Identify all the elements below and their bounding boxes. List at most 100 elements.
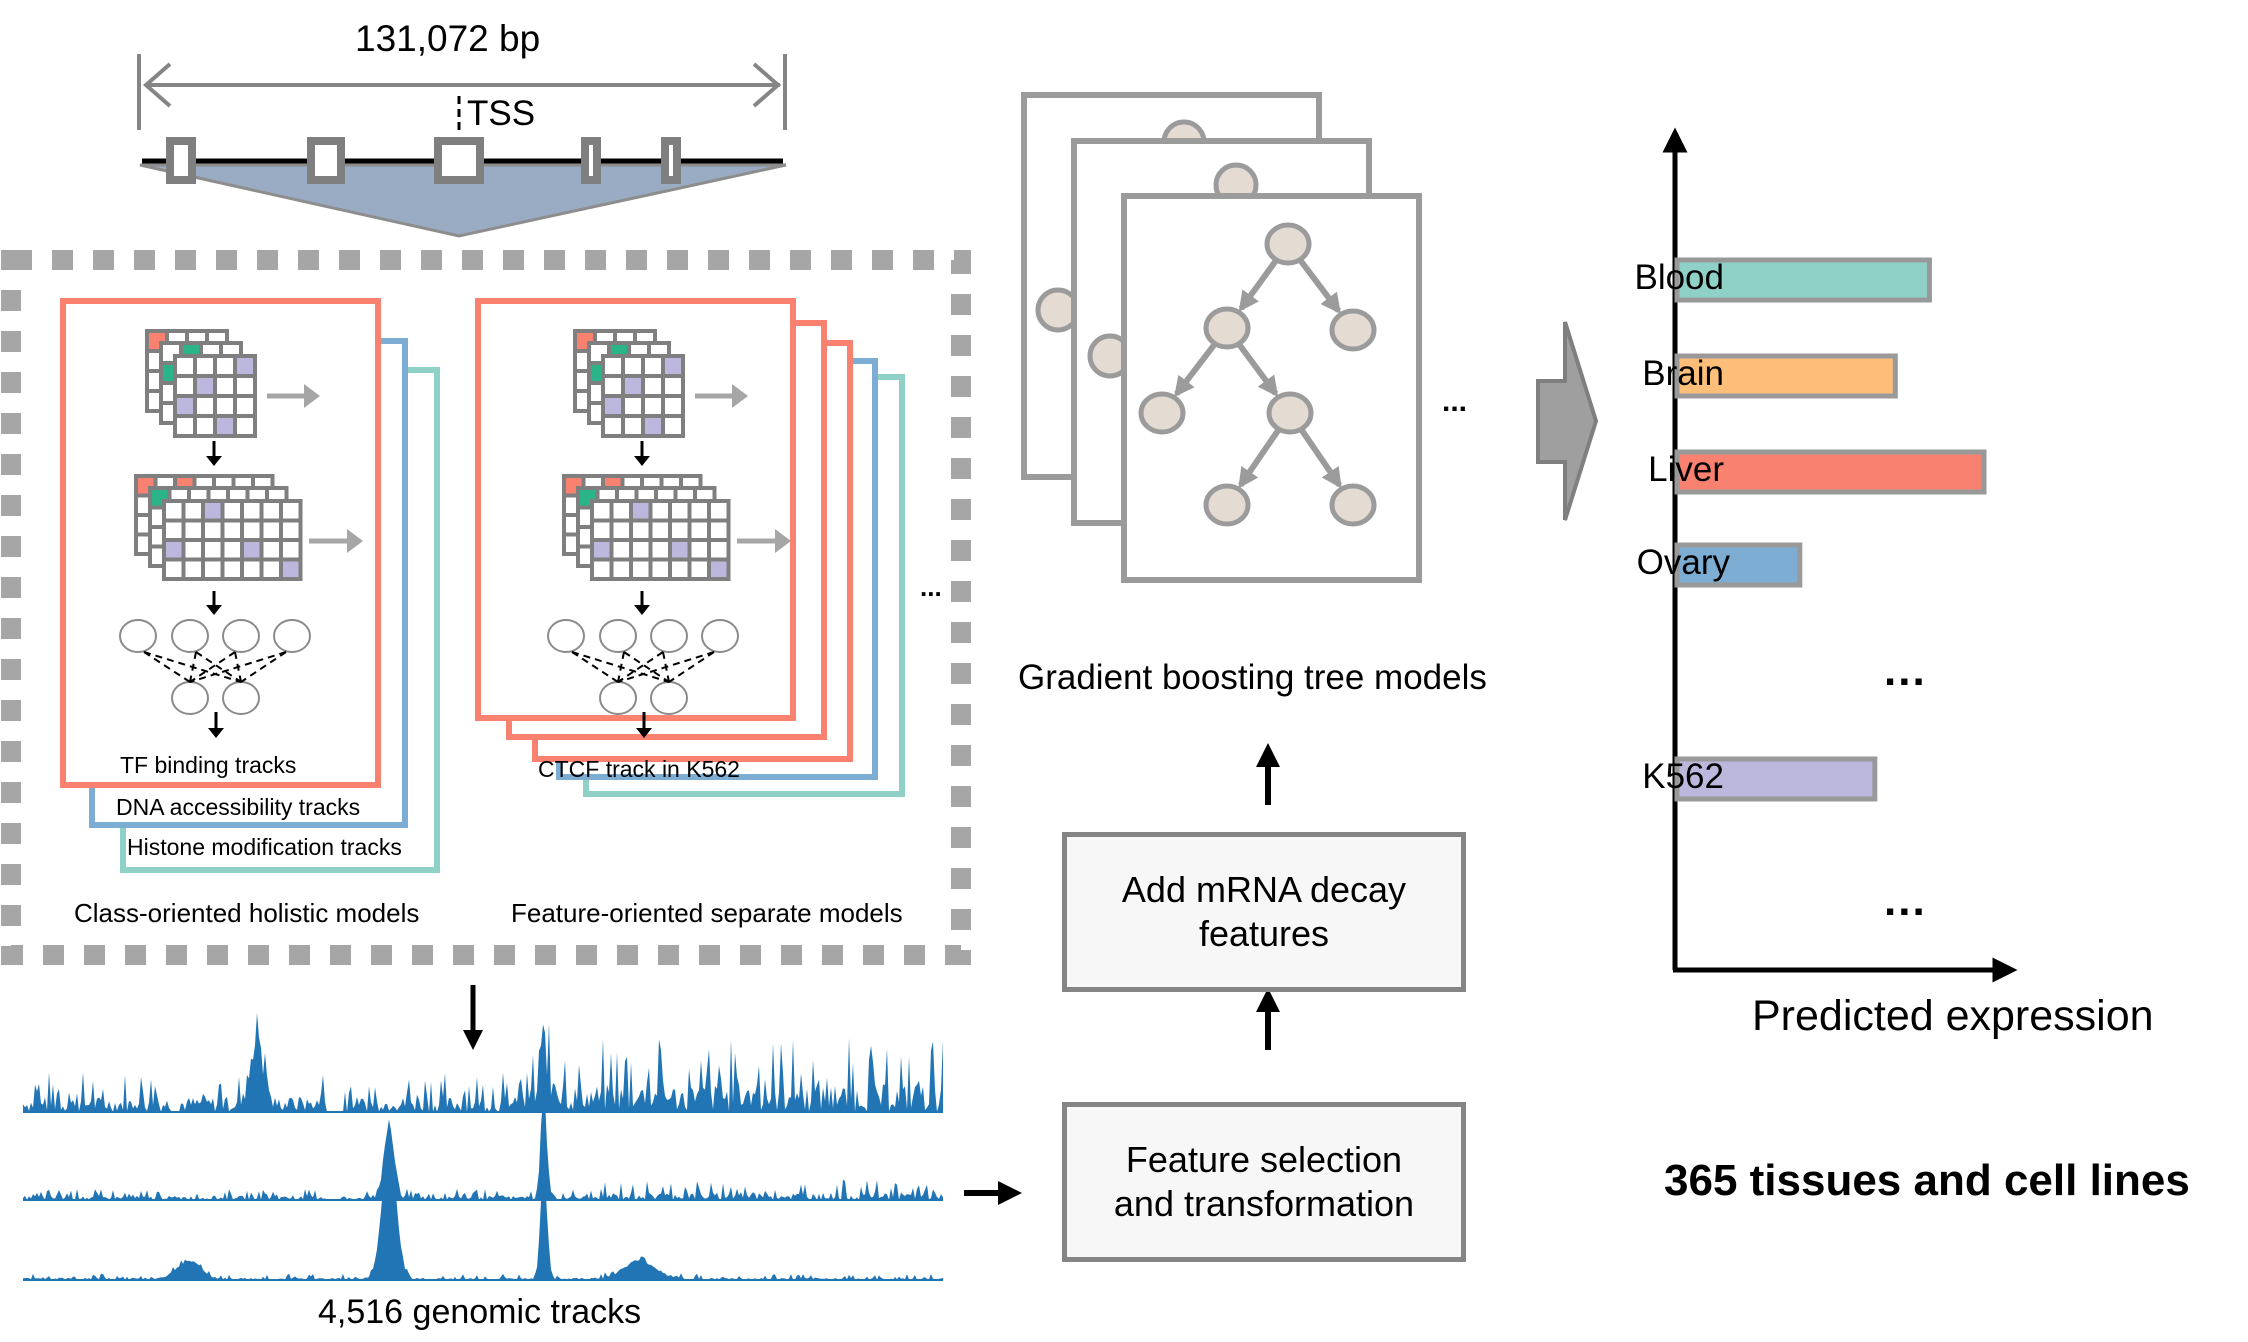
category-label: Blood (1634, 258, 1724, 297)
grid-highlight-cell (166, 542, 182, 558)
chart-ellipsis: ... (1884, 876, 1927, 925)
neuron-connection (189, 651, 197, 683)
tree-edge (1174, 342, 1218, 398)
tree-node (1138, 391, 1186, 435)
exon (307, 137, 345, 184)
arrowhead (636, 728, 652, 738)
tracks-caption: 4,516 genomic tracks (318, 1293, 642, 1331)
separate-caption: Feature-oriented separate models (511, 898, 903, 928)
arrowhead (208, 728, 224, 738)
arrowhead (206, 605, 222, 615)
arrowhead (634, 605, 650, 615)
histone-label: Histone modification tracks (127, 834, 402, 860)
grid-highlight-cell (633, 503, 649, 519)
tss-label: TSS (467, 94, 536, 133)
grid-highlight-cell (645, 418, 661, 434)
gradient-boosting-trees (1021, 92, 1422, 583)
neuron (273, 619, 311, 653)
neuron-connection (143, 651, 191, 683)
gene-region-diagram (137, 54, 787, 238)
category-label: K562 (1642, 757, 1724, 796)
grid-highlight-cell (177, 398, 193, 414)
category-label: Ovary (1636, 543, 1730, 582)
gray-arrowhead (732, 384, 748, 408)
grid-highlight-cell (237, 358, 253, 374)
neuron-connection (617, 651, 664, 683)
grid-highlight-cell (672, 542, 688, 558)
gray-arrowhead (304, 384, 320, 408)
neuron (599, 681, 637, 715)
tree-edge (1297, 258, 1341, 315)
grid-highlight-cell (711, 561, 727, 577)
feature-selection-line-2: and transformation (1113, 1183, 1415, 1224)
tree-edge (1236, 342, 1279, 397)
summary-label: 365 tissues and cell lines (1664, 1156, 2190, 1205)
trees-caption: Gradient boosting tree models (1018, 658, 1487, 697)
chart-ellipsis: ... (1884, 646, 1927, 695)
neuron (650, 681, 688, 715)
neuron (171, 681, 209, 715)
tree-node (1264, 222, 1312, 266)
holistic-caption: Class-oriented holistic models (74, 898, 420, 928)
holistic-model-stack (60, 298, 440, 873)
tree-node (1266, 391, 1314, 435)
grid-highlight-cell (217, 418, 233, 434)
grid-highlight-cell (244, 542, 260, 558)
predicted-expression-chart (1662, 127, 2018, 983)
neuron (171, 619, 209, 653)
feature-selection-step: Feature selection and transformation (1062, 1102, 1466, 1262)
grid-highlight-cell (283, 561, 299, 577)
neuron (701, 619, 739, 653)
neuron (599, 619, 637, 653)
neuron-connection (623, 651, 670, 683)
tree-node (1329, 483, 1377, 527)
span-arrowhead-right (752, 62, 782, 108)
neuron-connection (189, 651, 236, 683)
neuron-connection (617, 651, 715, 683)
exon (581, 137, 601, 184)
mrna-decay-line-2: features (1198, 913, 1330, 954)
bars (1674, 257, 1987, 802)
neuron (119, 619, 157, 653)
neuron-connection (189, 651, 287, 683)
neuron-connection (668, 651, 715, 683)
grid-highlight-cell (197, 378, 213, 394)
output-arrow (1536, 321, 1599, 521)
span-arrowhead-left (142, 62, 172, 108)
tree-node (1203, 306, 1251, 350)
grid-highlight-cell (625, 378, 641, 394)
neuron-connection (240, 651, 287, 683)
tree-edge (1298, 427, 1342, 489)
tree-node (1329, 308, 1377, 352)
exons (166, 137, 681, 184)
ctcf-label: CTCF track in K562 (538, 756, 740, 782)
neuron-connection (571, 651, 619, 683)
decision-tree (1138, 222, 1377, 527)
grid-highlight-cell (665, 358, 681, 374)
exon (166, 137, 196, 184)
exon (661, 137, 681, 184)
genomic-tracks (23, 1012, 943, 1281)
tf-binding-label: TF binding tracks (120, 752, 297, 778)
bar-ovary (1674, 542, 1803, 588)
arrowhead (206, 456, 222, 466)
grid-highlight-cell (205, 503, 221, 519)
dna-accessibility-label: DNA accessibility tracks (116, 794, 361, 820)
feature-selection-line-1: Feature selection (1125, 1139, 1403, 1180)
arrowhead (634, 456, 650, 466)
category-label: Liver (1648, 450, 1724, 489)
tree-node (1203, 483, 1251, 527)
cnn-illustration (119, 329, 363, 738)
gray-arrowhead (775, 529, 791, 553)
grid-highlight-cell (594, 542, 610, 558)
x-axis-label: Predicted expression (1752, 992, 2154, 1040)
bar-liver (1674, 449, 1987, 495)
neuron (650, 619, 688, 653)
gray-arrowhead (347, 529, 363, 553)
genomic-track (23, 1099, 943, 1200)
category-label: Brain (1642, 354, 1724, 393)
cnn-illustration (547, 329, 791, 738)
tree-edge (1238, 258, 1279, 312)
separate-model-stack (475, 298, 905, 797)
